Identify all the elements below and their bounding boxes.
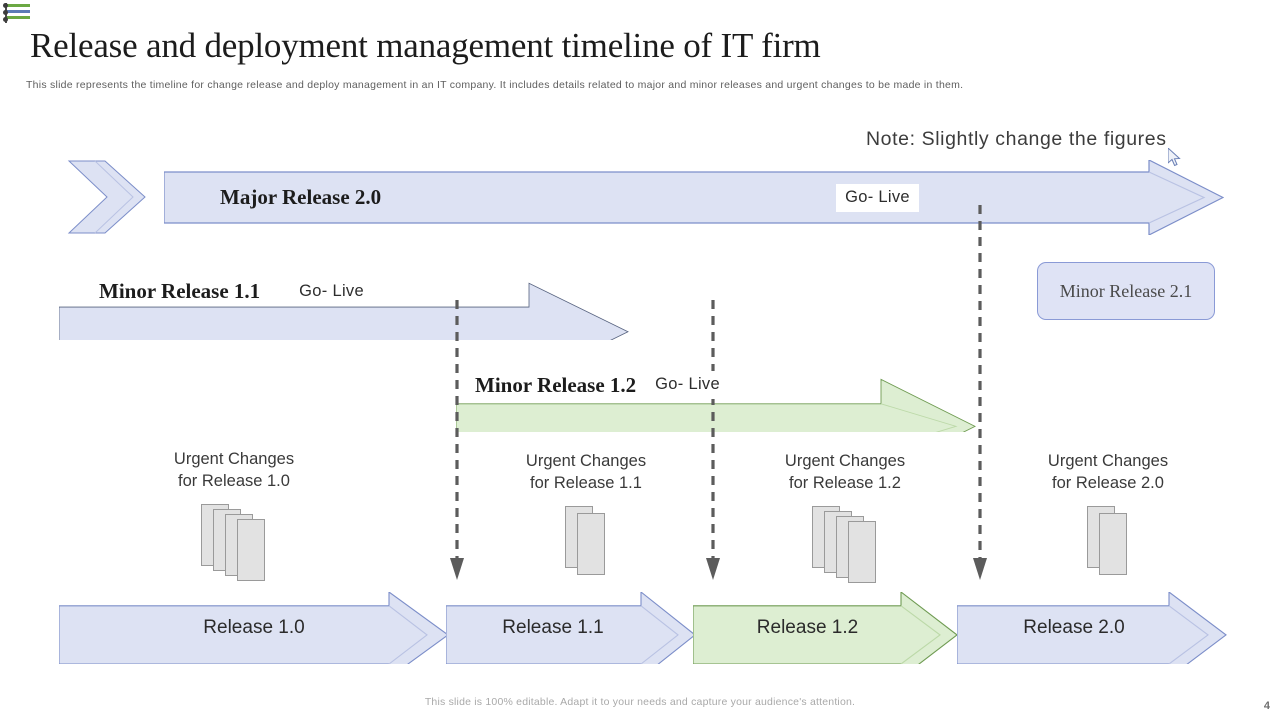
urgent-changes-line1: Urgent Changes [525, 452, 647, 470]
mouse-cursor-icon [1168, 148, 1181, 167]
release-arrow-1-0-label: Release 1.0 [203, 617, 305, 638]
document-icon [848, 521, 876, 583]
urgent-changes-line1: Urgent Changes [173, 450, 295, 468]
note-text: Note: Slightly change the figures [866, 128, 1167, 150]
page-number: 4 [1263, 700, 1270, 712]
band-minor-release-12[interactable]: Minor Release 1.2 Go- Live [456, 360, 976, 432]
page-subtitle: This slide represents the timeline for c… [26, 79, 964, 91]
band-minor-release-11[interactable]: Minor Release 1.1 Go- Live [59, 265, 629, 340]
document-icon [577, 513, 605, 575]
document-icon [1099, 513, 1127, 575]
band-minor-11-label: Minor Release 1.1 [99, 279, 261, 303]
logo-dot-1 [3, 3, 8, 8]
band-major-golive-tag: Go- Live [836, 183, 919, 212]
page-title: Release and deployment management timeli… [30, 26, 821, 65]
connector-golive-12 [706, 300, 720, 580]
release-arrow-1-1-label: Release 1.1 [502, 617, 604, 638]
urgent-changes-line2: for Release 1.2 [789, 474, 901, 492]
urgent-changes-line2: for Release 1.1 [530, 474, 642, 492]
documents-stack-icon [565, 506, 607, 578]
release-arrow-1-0-shape [59, 592, 449, 664]
release-arrow-1-2-label: Release 1.2 [756, 617, 859, 638]
urgent-changes-line2: for Release 1.0 [178, 472, 290, 490]
release-arrow-1-0[interactable]: Release 1.0 [59, 592, 449, 664]
documents-stack-icon [201, 504, 267, 581]
logo-bar-green-bottom [6, 16, 30, 19]
release-arrow-2-0[interactable]: Release 2.0 [957, 592, 1227, 664]
connector-golive-11 [450, 300, 464, 580]
band-minor-11-golive-tag: Go- Live [290, 277, 373, 306]
urgent-changes-line1: Urgent Changes [784, 452, 906, 470]
box-minor-release-21-label: Minor Release 2.1 [1059, 280, 1193, 301]
documents-stack-icon [812, 506, 878, 583]
logo-dot-2 [3, 10, 8, 15]
band-minor-12-golive-tag: Go- Live [646, 371, 729, 399]
release-arrow-1-2[interactable]: Release 1.2 [693, 592, 958, 664]
urgent-changes-line2: for Release 2.0 [1052, 474, 1164, 492]
logo-bar-blue [6, 10, 30, 13]
footer-note: This slide is 100% editable. Adapt it to… [424, 696, 856, 708]
band-minor-12-label: Minor Release 1.2 [475, 372, 637, 397]
document-icon [237, 519, 265, 581]
band-major-label: Major Release 2.0 [220, 185, 382, 209]
release-arrow-2-0-shape [957, 592, 1227, 664]
release-arrow-1-1[interactable]: Release 1.1 [446, 592, 696, 664]
urgent-changes-group: Urgent Changes for Release 1.2 [755, 450, 935, 583]
band-minor-12-shape [456, 338, 976, 432]
logo-dot-3 [3, 17, 8, 22]
urgent-changes-line1: Urgent Changes [1047, 452, 1169, 470]
urgent-changes-group: Urgent Changes for Release 1.0 [144, 448, 324, 581]
band-major-release[interactable]: Major Release 2.0 Go- Live [164, 160, 1224, 235]
band-major-shape [164, 160, 1224, 235]
logo-bar-green-top [6, 4, 30, 7]
documents-stack-icon [1087, 506, 1129, 578]
release-arrow-2-0-label: Release 2.0 [1023, 617, 1125, 638]
release-arrow-1-2-shape [693, 592, 958, 664]
decorative-chevron-icon [67, 160, 146, 234]
box-minor-release-21[interactable]: Minor Release 2.1 [1037, 262, 1215, 320]
urgent-changes-group: Urgent Changes for Release 2.0 [1018, 450, 1198, 578]
urgent-changes-group: Urgent Changes for Release 1.1 [496, 450, 676, 578]
connector-golive-major [973, 205, 987, 580]
band-minor-11-shape [59, 243, 629, 340]
release-arrow-1-1-shape [446, 592, 696, 664]
brand-logo [2, 2, 32, 24]
